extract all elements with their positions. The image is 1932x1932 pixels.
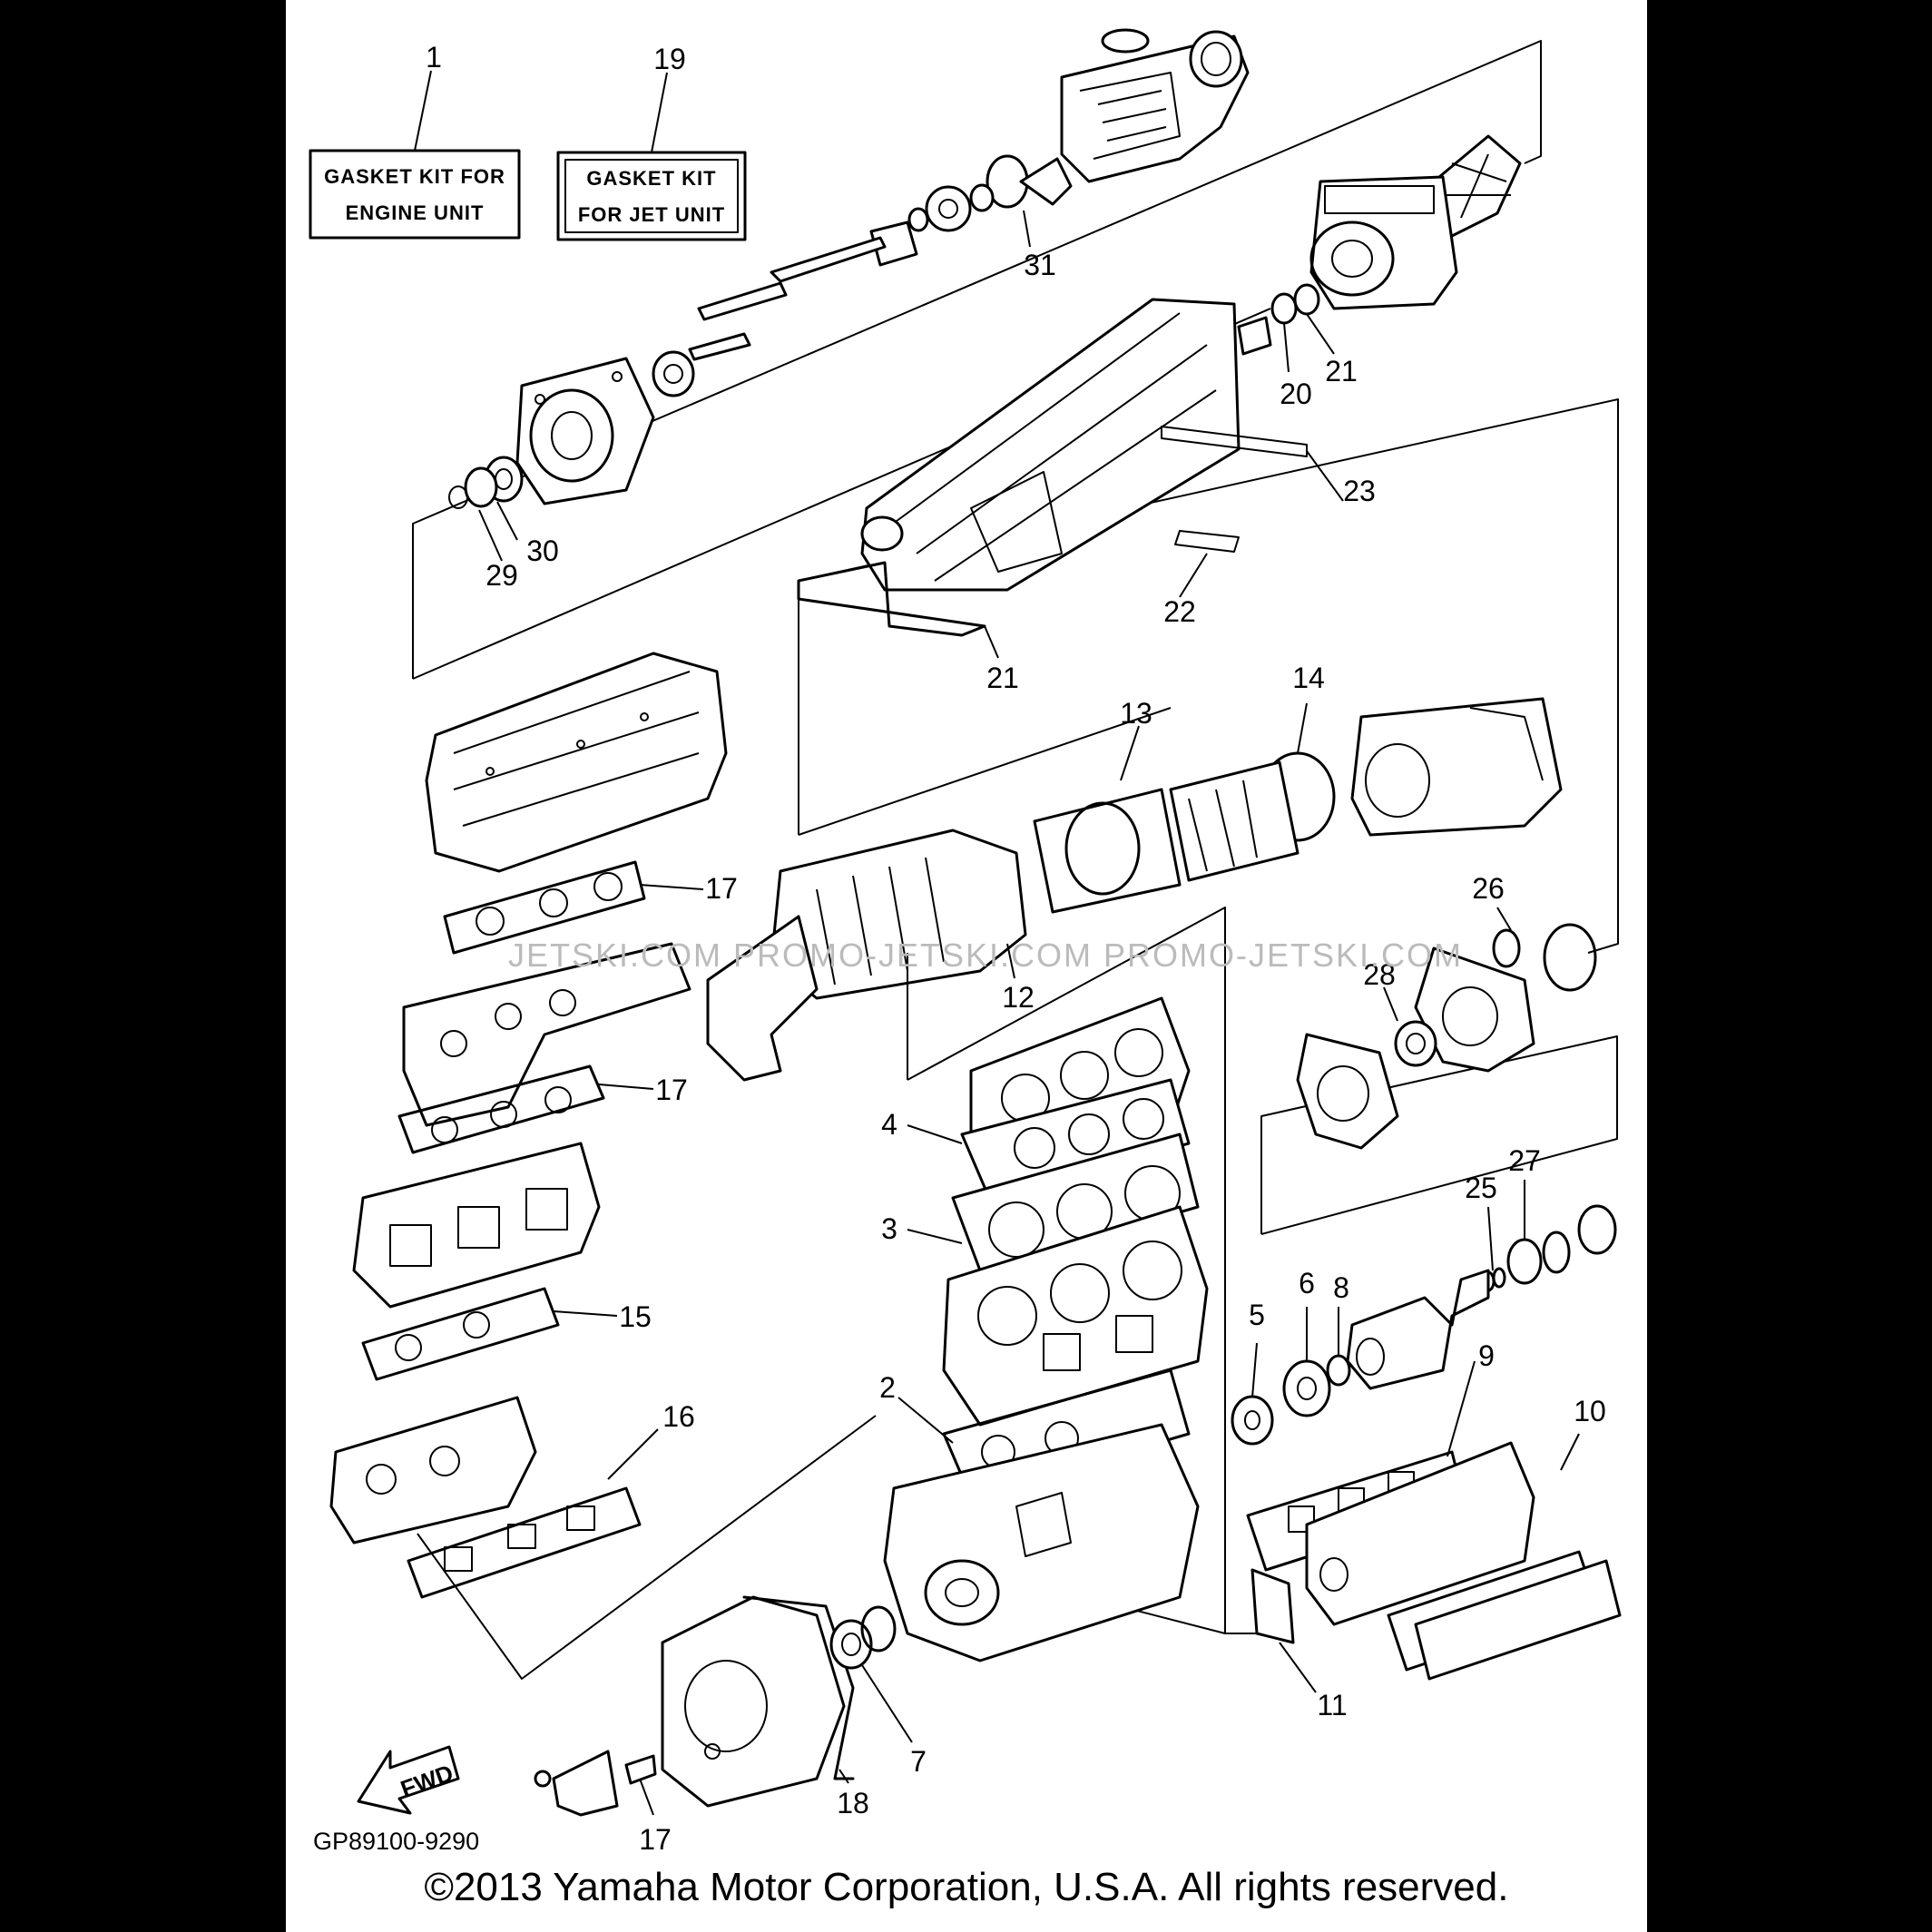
ring-27b[interactable] xyxy=(1492,928,1521,968)
callout-16: 16 xyxy=(662,1400,695,1433)
callout-13: 13 xyxy=(1120,697,1152,730)
air-box[interactable] xyxy=(425,652,728,873)
callout-11: 11 xyxy=(1317,1689,1347,1721)
oil-seal-7[interactable] xyxy=(829,1619,873,1670)
callout-20: 19 xyxy=(653,43,686,75)
drive-housing[interactable] xyxy=(860,298,1241,592)
reed-gasket-16[interactable] xyxy=(407,1486,642,1599)
callout-17-upper: 17 xyxy=(705,872,738,905)
carburetors[interactable] xyxy=(352,1142,601,1309)
callout-29: 28 xyxy=(1363,958,1396,991)
nozzle-cap[interactable] xyxy=(1019,157,1073,206)
callout-18: 17 xyxy=(639,1823,672,1856)
kit-box-engine[interactable]: GASKET KIT FOR ENGINE UNIT xyxy=(309,149,521,240)
callout-12: 12 xyxy=(1002,981,1035,1014)
callout-10: 10 xyxy=(1574,1395,1606,1427)
callout-31: 30 xyxy=(526,534,559,567)
cylinder-block[interactable] xyxy=(942,1205,1209,1427)
callout-5: 5 xyxy=(1249,1299,1265,1331)
callout-23: 21 xyxy=(986,662,1019,694)
exhaust-pipe[interactable] xyxy=(1033,760,1299,914)
jet-shaft-assembly[interactable] xyxy=(652,183,995,397)
washer-22[interactable] xyxy=(1293,283,1320,316)
callout-6: 6 xyxy=(1299,1267,1315,1299)
bearing-28b[interactable] xyxy=(1577,1204,1617,1255)
callout-30: 29 xyxy=(485,559,518,592)
bearing-housing[interactable] xyxy=(515,357,655,505)
impeller-duct[interactable] xyxy=(1309,175,1458,310)
crankcase[interactable] xyxy=(883,1423,1200,1662)
watermark: JETSKI.COM PROMO-JETSKI.COM PROMO-JETSKI… xyxy=(508,937,1463,974)
callout-4: 4 xyxy=(881,1108,897,1141)
callout-14: 14 xyxy=(1292,662,1325,694)
intake-manifold[interactable] xyxy=(402,942,691,1127)
kit-box-jet[interactable]: GASKET KIT FOR JET UNIT xyxy=(556,151,747,241)
oil-seal-28[interactable] xyxy=(1506,1238,1543,1285)
callout-3: 3 xyxy=(881,1212,897,1245)
callout-19: 18 xyxy=(837,1787,869,1819)
copyright-notice: ©2013 Yamaha Motor Corporation, U.S.A. A… xyxy=(424,1865,1509,1909)
exhaust-cover-10[interactable] xyxy=(1387,1550,1622,1681)
callout-15: 15 xyxy=(619,1300,652,1333)
plate-25[interactable] xyxy=(1174,530,1240,553)
coupling-housing[interactable] xyxy=(1296,1033,1399,1150)
seal-5[interactable] xyxy=(1231,1395,1274,1446)
callout-22: 21 xyxy=(1325,355,1358,387)
kit-jet-line2: FOR JET UNIT xyxy=(578,203,725,226)
gasket-19[interactable] xyxy=(742,1595,855,1780)
callout-17-lower: 17 xyxy=(655,1074,688,1106)
o-ring-8[interactable] xyxy=(1326,1354,1351,1387)
callout-27: 26 xyxy=(1472,872,1505,905)
kit-engine-line1: GASKET KIT FOR xyxy=(324,165,505,188)
bearing-30[interactable] xyxy=(464,466,498,508)
callout-1: 1 xyxy=(426,41,442,74)
intake-gasket-17b[interactable] xyxy=(397,1064,605,1154)
exhaust-manifold-pipe[interactable] xyxy=(706,829,1027,1082)
fwd-arrow-icon: FWD xyxy=(357,1745,460,1815)
callout-28: 27 xyxy=(1508,1144,1541,1177)
jet-pump-housing[interactable] xyxy=(1060,28,1250,183)
callout-7: 7 xyxy=(910,1745,927,1778)
head-gasket-4[interactable] xyxy=(960,1078,1191,1200)
seal-6[interactable] xyxy=(1282,1359,1331,1417)
callout-32: 31 xyxy=(1024,249,1056,281)
exhaust-manifold[interactable] xyxy=(1305,1441,1535,1626)
intake-gasket-17a[interactable] xyxy=(443,860,646,955)
drawing-code: GP89100-9290 xyxy=(313,1828,479,1855)
callout-9: 9 xyxy=(1478,1339,1495,1372)
callout-21: 20 xyxy=(1280,378,1312,410)
flywheel-cover[interactable] xyxy=(661,1595,846,1808)
kit-engine-line2: ENGINE UNIT xyxy=(346,201,485,224)
callout-24: 23 xyxy=(1343,475,1376,507)
o-ring-7b[interactable] xyxy=(860,1605,897,1652)
callout-26: 25 xyxy=(1465,1172,1497,1204)
drive-coupler[interactable] xyxy=(1346,1269,1490,1390)
carb-gasket-15[interactable] xyxy=(361,1287,560,1381)
kit-jet-line1: GASKET KIT xyxy=(586,167,716,190)
exhaust-chamber[interactable] xyxy=(1350,697,1563,837)
reed-valve-block[interactable] xyxy=(329,1396,537,1545)
coupler[interactable] xyxy=(1237,316,1272,356)
callout-25: 22 xyxy=(1163,595,1196,628)
bearing-29[interactable] xyxy=(1394,1020,1437,1067)
gasket-23[interactable] xyxy=(797,561,986,637)
o-ring-26a[interactable] xyxy=(1492,1267,1506,1289)
callout-2: 2 xyxy=(879,1371,896,1404)
gasket-11[interactable] xyxy=(1250,1568,1295,1644)
intermediate-housing[interactable] xyxy=(1414,946,1535,1073)
bracket-18[interactable] xyxy=(534,1750,657,1817)
circlip[interactable] xyxy=(1542,1231,1571,1274)
callout-8: 8 xyxy=(1333,1271,1349,1304)
o-ring-27[interactable] xyxy=(1543,923,1597,992)
plate-24[interactable] xyxy=(1161,426,1308,457)
washer-21[interactable] xyxy=(1270,292,1298,325)
